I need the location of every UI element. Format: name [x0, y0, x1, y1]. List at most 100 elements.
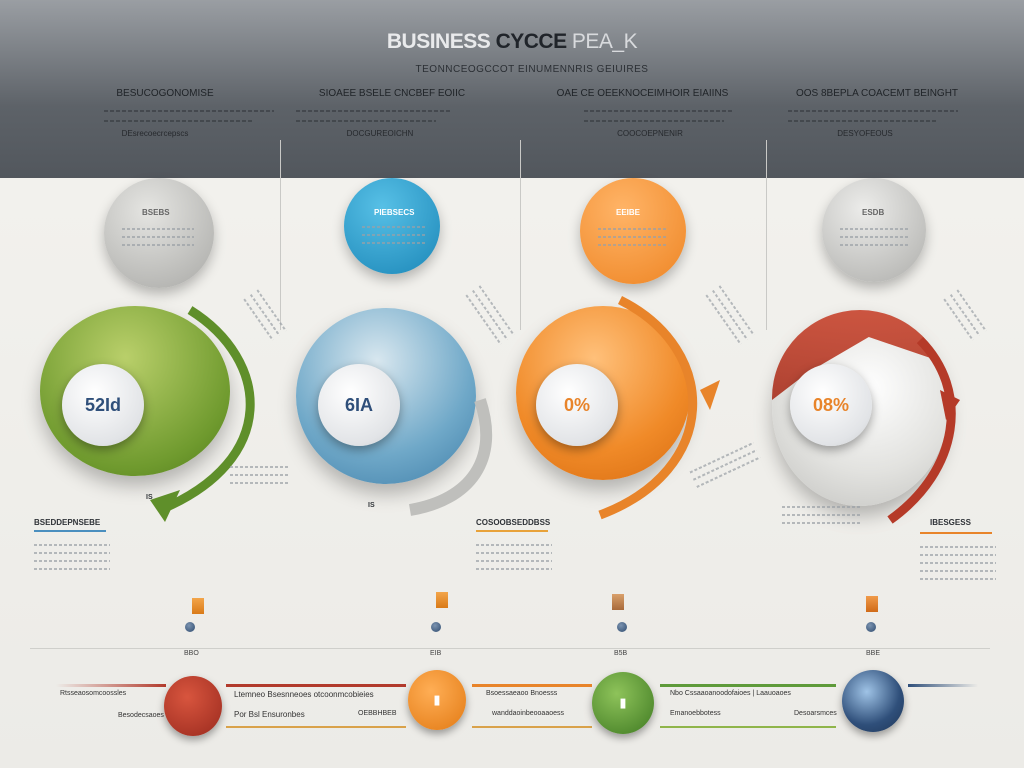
- timeline-text-8: Desoarsmces: [794, 710, 837, 717]
- phase-badge-4: 08%: [790, 364, 872, 446]
- timeline-node-label-4: BBE: [866, 650, 881, 657]
- header-band: BUSINESS CYCCE PEA_K TEONNCEOGCCOT EINUM…: [0, 0, 1024, 178]
- marker-dot: [866, 622, 876, 632]
- timeline-segment: [660, 684, 836, 687]
- timeline-segment: [56, 684, 166, 687]
- phase-left-text: [34, 538, 110, 576]
- small-label-b: IS: [368, 502, 375, 509]
- bubble-4-text: [840, 222, 908, 252]
- phase-label-left-underline: [34, 530, 106, 532]
- column-divider: [280, 140, 281, 330]
- timeline-node-label-2: EIB: [430, 650, 442, 657]
- timeline-segment: [226, 684, 406, 687]
- column-heading-4: OOS 8BEPLA COACEMT BEINGHT: [795, 88, 959, 99]
- timeline-segment: [908, 684, 978, 687]
- phase-right-text: [920, 540, 996, 586]
- arrow-red: [887, 336, 960, 524]
- marker-dot: [617, 622, 627, 632]
- timeline-text-6: Nbo Cssaaoanoodofaioes | Laauoaoes: [670, 690, 791, 697]
- timeline-text-4: Bsoessaeaoo Bnoesss: [486, 690, 558, 697]
- column-divider: [520, 140, 521, 330]
- timeline-segment: [226, 726, 406, 728]
- flag-icon: [192, 598, 204, 614]
- column-1-text-line: [104, 110, 274, 112]
- bubble-2: PIEBSECS: [344, 178, 440, 274]
- column-1-text-line: [104, 120, 254, 122]
- title-part-3: PEA_K: [566, 30, 638, 53]
- phase-label-mid: COSOOBSEDDBSS: [476, 518, 551, 527]
- column-sub-3: COOCOEPNENIR: [617, 129, 683, 138]
- timeline-text-1: Ltemneo Bsesnneoes otcoonmcobieies: [234, 690, 374, 699]
- column-2-text-line: [296, 110, 451, 112]
- phase-badge-1: 52Id: [62, 364, 144, 446]
- flag-icon: [866, 596, 878, 612]
- timeline-node-3-glyph: ▮: [619, 695, 627, 710]
- timeline-top-rule: [30, 648, 990, 649]
- timeline-text-10: Besodecsaoes: [118, 712, 164, 719]
- bubble-3: EEIBE: [580, 178, 686, 284]
- timeline-text-5: wanddaoinbeooaaoess: [492, 710, 565, 717]
- arrow-orange: [598, 295, 720, 520]
- title-part-2: CYCCE: [495, 30, 568, 53]
- arrow-grey: [408, 398, 493, 516]
- timeline-node-label-3: B5B: [614, 650, 628, 657]
- phase-mid-text: [476, 538, 552, 576]
- timeline-segment: [472, 684, 592, 687]
- column-4-text-line: [788, 110, 958, 112]
- page-title: BUSINESS CYCCE PEA_K: [0, 30, 1024, 54]
- arrow-annotation: [461, 282, 520, 348]
- badge-1-value: 52Id: [84, 394, 122, 415]
- bubble-1-label: BSEBS: [142, 208, 170, 217]
- phase-badge-2: 6IA: [318, 364, 400, 446]
- bubble-1: BSEBS: [104, 178, 214, 288]
- column-3-text-line: [584, 120, 724, 122]
- timeline-segment: [472, 726, 592, 728]
- title-part-1: BUSINESS: [386, 30, 496, 53]
- small-label-a: IS: [146, 494, 153, 501]
- bubble-2-text: [362, 220, 426, 250]
- column-heading-2: SIOAEE BSELE CNCBEF EOIIC: [318, 88, 466, 99]
- bubble-2-label: PIEBSECS: [374, 208, 415, 217]
- column-heading-1: BESUCOGONOMISE: [116, 88, 214, 99]
- badge-3-value: 0%: [563, 394, 590, 415]
- column-sub-1: DEsrecoecrcepscs: [121, 129, 189, 138]
- phase-badge-3: 0%: [536, 364, 618, 446]
- timeline-text-7: Emanoebbotess: [670, 710, 721, 717]
- timeline-node-2-glyph: ▮: [433, 692, 441, 707]
- timeline-node-4: [842, 670, 904, 732]
- phase-label-right: IBESGESS: [930, 518, 971, 527]
- page-subtitle: TEONNCEOGCCOT EINUMENNRIS GEIUIRES: [415, 64, 649, 75]
- badge-2-value: 6IA: [344, 394, 373, 415]
- bubble-3-label: EEIBE: [616, 208, 641, 217]
- flag-icon: [612, 594, 624, 610]
- bubble-3-text: [598, 222, 668, 252]
- timeline-node-3: ▮: [592, 672, 654, 734]
- flag-icon: [436, 592, 448, 608]
- phase-label-right-underline: [920, 532, 992, 534]
- timeline-node-label-1: BBO: [184, 650, 199, 657]
- timeline-text-9: Rtsseaosomcoossles: [60, 690, 127, 697]
- column-heading-3: OAE CE OEEKNOCEIMHOIR EIAIINS: [556, 88, 729, 99]
- timeline-text-3: OEBBHBEB: [358, 710, 397, 717]
- badge-4-value: 08%: [812, 394, 850, 415]
- bubble-4: ESDB: [822, 178, 926, 282]
- column-3-text-line: [584, 110, 734, 112]
- column-2-text-line: [296, 120, 436, 122]
- marker-dot: [431, 622, 441, 632]
- timeline-text-2: Por Bsl Ensuronbes: [234, 710, 305, 719]
- marker-dot: [185, 622, 195, 632]
- arrow-green: [150, 306, 255, 522]
- bubble-4-label: ESDB: [862, 208, 885, 217]
- timeline-segment: [660, 726, 836, 728]
- arrow-annotation: [230, 460, 290, 490]
- arrow-annotation: [782, 500, 862, 530]
- timeline-node-1: [164, 676, 222, 736]
- bubble-1-text: [122, 222, 194, 252]
- column-sub-2: DOCGUREOICHN: [346, 129, 414, 138]
- column-4-text-line: [788, 120, 938, 122]
- timeline-node-2: ▮: [408, 670, 466, 730]
- column-sub-4: DESYOFEOUS: [837, 129, 893, 138]
- column-divider: [766, 140, 767, 330]
- phase-label-left: BSEDDEPNSEBE: [34, 518, 101, 527]
- phase-label-mid-underline: [476, 530, 548, 532]
